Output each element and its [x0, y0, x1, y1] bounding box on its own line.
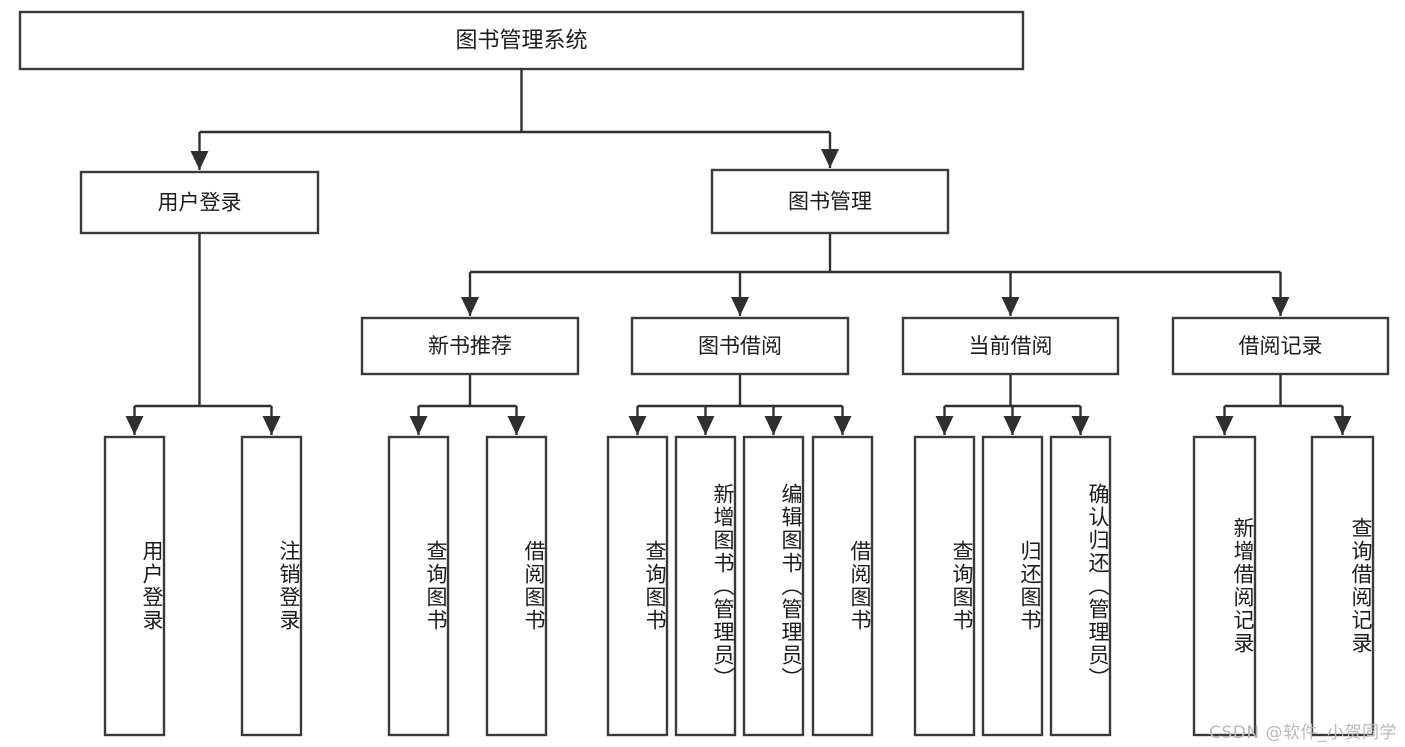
arrow-head-icon [628, 416, 647, 435]
node-root [18, 10, 1025, 71]
arrow-head-icon [507, 416, 526, 435]
arrow-head-icon [821, 149, 839, 168]
node-leaf-query-book-rec [387, 435, 450, 737]
arrow-head-icon [461, 297, 479, 316]
node-book-borrow-label: 图书借阅 [698, 334, 782, 358]
node-leaf-edit-book [742, 435, 805, 737]
arrow-head-icon [262, 416, 281, 435]
node-leaf-query-book-current [913, 435, 976, 737]
node-root-label: 图书管理系统 [455, 29, 587, 54]
arrow-head-icon [409, 416, 428, 435]
node-leaf-user-logout [240, 435, 303, 737]
arrow-head-icon [1271, 297, 1290, 316]
arrow-head-icon [1071, 416, 1090, 435]
arrow-head-icon [1003, 416, 1022, 435]
node-leaf-return-book [981, 435, 1044, 737]
node-leaf-add-record [1192, 435, 1257, 737]
arrow-head-icon [696, 416, 715, 435]
arrow-head-icon [1215, 416, 1234, 435]
node-current-borrow-label: 当前借阅 [969, 334, 1053, 358]
arrow-head-icon [731, 297, 749, 316]
arrow-head-icon [190, 151, 209, 170]
node-boxes [18, 10, 1390, 737]
node-user-login [79, 170, 320, 235]
node-leaf-add-book [674, 435, 737, 737]
node-borrow-record-label: 借阅记录 [1239, 334, 1323, 358]
arrow-head-icon [764, 416, 783, 435]
node-book-manage [710, 168, 950, 235]
node-leaf-query-book-borrow [606, 435, 669, 737]
node-current-borrow [901, 316, 1120, 376]
node-leaf-borrow-book-rec [485, 435, 548, 737]
node-borrow-record [1171, 316, 1390, 376]
node-book-manage-label: 图书管理 [788, 190, 872, 214]
node-book-borrow [630, 316, 850, 376]
node-leaf-confirm-return [1049, 435, 1112, 737]
connector-lines [125, 69, 1352, 435]
arrow-head-icon [1001, 297, 1020, 316]
node-user-login-label: 用户登录 [158, 191, 242, 215]
node-leaf-borrow-book [811, 435, 874, 737]
node-new-book-recommend-label: 新书推荐 [428, 334, 512, 358]
arrow-head-icon [1333, 416, 1352, 435]
node-leaf-query-record [1310, 435, 1375, 737]
node-new-book-recommend [360, 316, 580, 376]
arrow-head-icon [833, 416, 852, 435]
node-leaf-user-login [103, 435, 166, 737]
watermark: CSDN @软件_小贺同学 [1209, 723, 1397, 743]
arrow-head-icon [935, 416, 954, 435]
arrow-head-icon [125, 416, 144, 435]
